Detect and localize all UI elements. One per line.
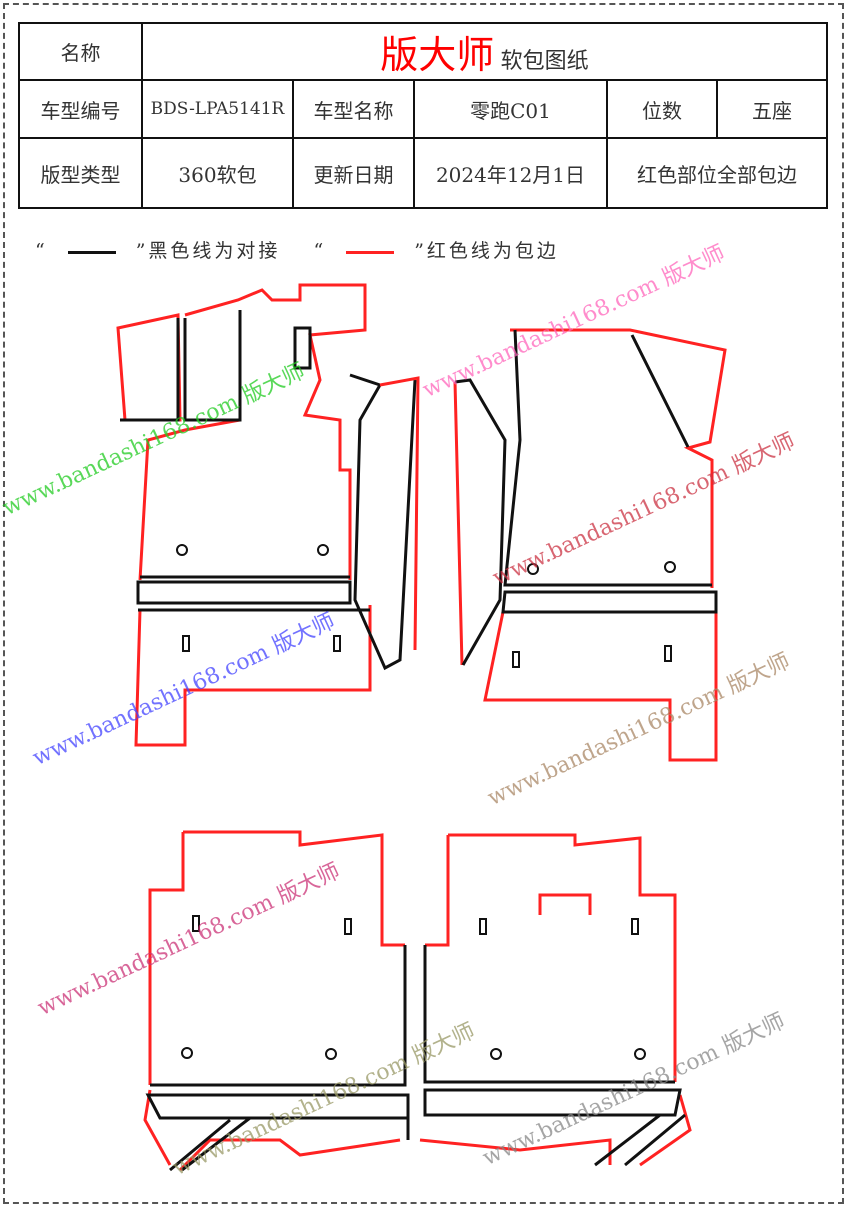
model-code-label: 车型编号	[18, 79, 143, 139]
legend-quote: “	[313, 240, 327, 262]
black-line-sample	[67, 250, 116, 254]
name-label: 名称	[18, 22, 143, 81]
model-code: BDS-LPA5141R	[141, 79, 294, 139]
type-label: 版型类型	[18, 137, 143, 209]
note: 红色部位全部包边	[606, 137, 828, 209]
legend-black-text: ”黑色线为对接	[135, 240, 281, 262]
front-left-mat	[116, 283, 420, 747]
red-line-sample	[346, 250, 395, 254]
seats-label: 位数	[606, 79, 718, 139]
brand-title: 版大师	[380, 33, 495, 77]
legend: “ ”黑色线为对接 “ ”红色线为包边	[35, 236, 559, 263]
title-cell: 版大师 软包图纸	[141, 22, 828, 81]
date: 2024年12月1日	[413, 137, 608, 209]
type: 360软包	[141, 137, 294, 209]
page-border	[3, 3, 844, 1204]
seats: 五座	[716, 79, 828, 139]
info-table: 名称 版大师 软包图纸 车型编号 BDS-LPA5141R 车型名称 零跑C01…	[18, 22, 828, 209]
front-right-mat	[453, 328, 727, 762]
clip-holes	[176, 544, 676, 1060]
legend-red-text: ”红色线为包边	[414, 240, 559, 262]
model-name-label: 车型名称	[292, 79, 415, 139]
title-suffix: 软包图纸	[500, 49, 589, 74]
rear-right-mat	[419, 833, 692, 1167]
model-name: 零跑C01	[413, 79, 608, 139]
rear-left-mat	[143, 830, 410, 1172]
date-label: 更新日期	[292, 137, 415, 209]
legend-quote: “	[35, 240, 48, 262]
